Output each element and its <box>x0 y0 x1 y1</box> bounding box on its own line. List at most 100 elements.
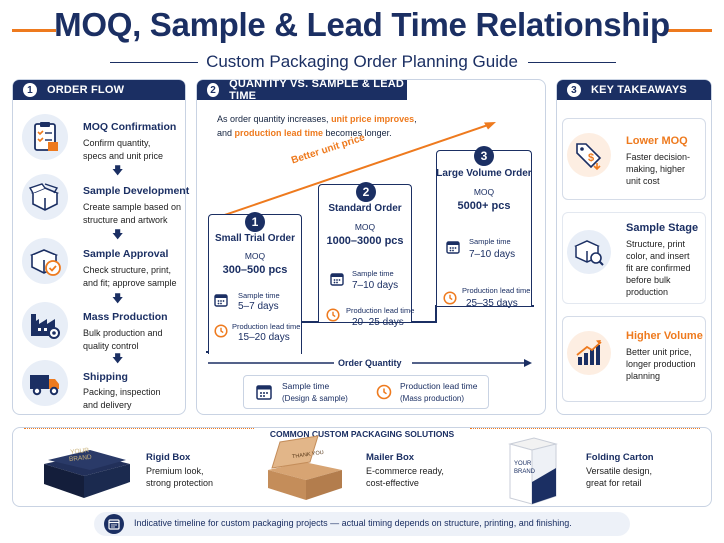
box-magnifier-icon <box>567 230 611 274</box>
tier-moq-small-trial: 300–500 pcs <box>222 264 288 276</box>
growth-chart-icon <box>567 331 611 375</box>
subtitle-line-left <box>110 62 198 63</box>
solution-title-folding-carton: Folding Carton <box>586 452 654 463</box>
tier-sample-standard: 7–10 days <box>352 280 399 291</box>
clock-icon <box>214 324 228 338</box>
step-desc-line: Create sample based on <box>83 202 182 212</box>
order-flow-number: 1 <box>23 83 37 97</box>
arrow-down-icon: 🡇 <box>112 293 124 305</box>
tier-production-label: Production lead time <box>462 286 531 295</box>
clock-icon <box>326 308 340 322</box>
step-desc-line: Confirm quantity, <box>83 138 151 148</box>
tier-production-standard: 20–25 days <box>352 317 404 328</box>
folding-carton-brand: YOUR BRAND <box>514 461 536 475</box>
svg-text:$: $ <box>588 152 594 164</box>
takeaway-line: color, and insert <box>626 251 690 261</box>
intro-text: As order quantity increases, <box>217 114 332 124</box>
takeaway-text-lower-moq: Faster decision- making, higher unit cos… <box>626 151 704 187</box>
trend-arrow-line <box>209 124 489 221</box>
takeaway-line: before bulk <box>626 275 671 285</box>
step-desc-line: structure and artwork <box>83 214 168 225</box>
tier-moq-large-volume: 5000+ pcs <box>457 200 511 212</box>
title-accent-right <box>668 29 712 32</box>
solutions-dots-left <box>24 428 254 429</box>
tier-moq-label: MOQ <box>354 222 376 232</box>
step-desc-line: quality control <box>83 340 139 351</box>
solution-line: Premium look, <box>146 466 204 476</box>
step-title-sample-approval: Sample Approval <box>83 248 169 260</box>
takeaway-title-sample-stage: Sample Stage <box>626 222 699 234</box>
tier-name-small-trial: Small Trial Order <box>214 233 296 244</box>
tier-production-label: Production lead time <box>232 322 301 331</box>
quantity-header: 2 QUANTITY VS. SAMPLE & LEAD TIME <box>197 78 407 102</box>
takeaway-line: planning <box>626 371 661 381</box>
step-desc-mass-production: Bulk production and quality control <box>83 327 183 352</box>
arrow-down-icon: 🡇 <box>112 353 124 365</box>
solution-text-rigid-box: Premium look, strong protection <box>146 465 213 489</box>
solution-text-mailer-box: E-commerce ready, cost-effective <box>366 465 444 489</box>
rigid-box-illustration <box>44 450 130 498</box>
calendar-icon <box>330 273 344 286</box>
solution-line: Versatile design, <box>586 466 653 476</box>
footer-note <box>94 512 630 536</box>
takeaway-line: making, higher <box>626 164 686 174</box>
intro-text: becomes longer. <box>323 128 392 138</box>
solution-line: great for retail <box>586 478 642 488</box>
solution-title-mailer-box: Mailer Box <box>366 452 415 463</box>
tier-sample-label: Sample time <box>352 269 394 278</box>
tier-sample-large-volume: 7–10 days <box>469 249 516 260</box>
tier-moq-standard: 1000–3000 pcs <box>326 235 404 247</box>
solution-line: cost-effective <box>366 478 419 488</box>
legend-sample-label: Sample time <box>282 381 330 391</box>
takeaway-line: fit are confirmed <box>626 263 691 273</box>
step-desc-sample-approval: Check structure, print, and fit; approve… <box>83 264 183 289</box>
tier-large-volume <box>436 150 532 306</box>
order-flow-header: 1 ORDER FLOW <box>13 80 185 100</box>
legend-production-sub: (Mass production) <box>400 394 465 403</box>
takeaways-header: 3 KEY TAKEAWAYS <box>557 80 711 100</box>
mailer-box-illustration <box>268 435 342 500</box>
order-quantity-axis <box>208 359 532 367</box>
solution-line: E-commerce ready, <box>366 466 444 476</box>
solutions-heading-wrap: COMMON CUSTOM PACKAGING SOLUTIONS <box>0 424 724 442</box>
intro-text: , <box>414 114 417 124</box>
intro-highlight-lead-time: production lead time <box>234 128 324 138</box>
takeaways-number: 3 <box>567 83 581 97</box>
takeaway-title-lower-moq: Lower MOQ <box>626 135 688 147</box>
arrow-down-icon: 🡇 <box>112 229 124 241</box>
quantity-intro: As order quantity increases, unit price … <box>217 112 447 140</box>
arrow-down-icon: 🡇 <box>112 165 124 177</box>
calendar-icon <box>446 241 460 254</box>
step-title-moq-confirmation: MOQ Confirmation <box>83 121 177 133</box>
tier-production-small-trial: 15–20 days <box>238 332 290 343</box>
quantity-number: 2 <box>207 83 220 97</box>
intro-highlight-unit-price: unit price improves <box>331 114 415 124</box>
tier-sample-small-trial: 5–7 days <box>238 301 279 312</box>
order-quantity-label: Order Quantity <box>338 358 402 368</box>
step-desc-line: Bulk production and <box>83 328 163 338</box>
price-tag-icon: $ <box>567 133 611 177</box>
solutions-heading: COMMON CUSTOM PACKAGING SOLUTIONS <box>265 429 459 439</box>
step-desc-sample-development: Create sample based on structure and art… <box>83 201 183 226</box>
step-desc-line: Check structure, print, <box>83 265 172 275</box>
tier-standard <box>318 184 412 322</box>
page-subtitle: Custom Packaging Order Planning Guide <box>206 52 518 71</box>
tier-moq-label: MOQ <box>244 251 266 261</box>
quantity-legend <box>243 375 489 409</box>
title-accent-left <box>12 29 56 32</box>
tier-production-label: Production lead time <box>346 306 415 315</box>
calendar-icon <box>104 514 124 534</box>
takeaways-heading: KEY TAKEAWAYS <box>591 84 687 96</box>
takeaway-line: Better unit price, <box>626 347 692 357</box>
takeaway-line: longer production <box>626 359 696 369</box>
page-title: MOQ, Sample & Lead Time Relationship <box>54 6 670 43</box>
clipboard-checklist-icon <box>22 114 68 160</box>
solutions-dots-right <box>470 428 700 429</box>
quantity-heading: QUANTITY VS. SAMPLE & LEAD TIME <box>229 78 405 102</box>
clock-icon <box>376 384 392 400</box>
solution-title-rigid-box: Rigid Box <box>146 452 191 463</box>
solution-text-folding-carton: Versatile design, great for retail <box>586 465 652 489</box>
step-title-mass-production: Mass Production <box>83 311 168 323</box>
step-desc-line: and fit; approve sample <box>83 277 177 288</box>
step-desc-shipping: Packing, inspection and delivery <box>83 386 183 411</box>
